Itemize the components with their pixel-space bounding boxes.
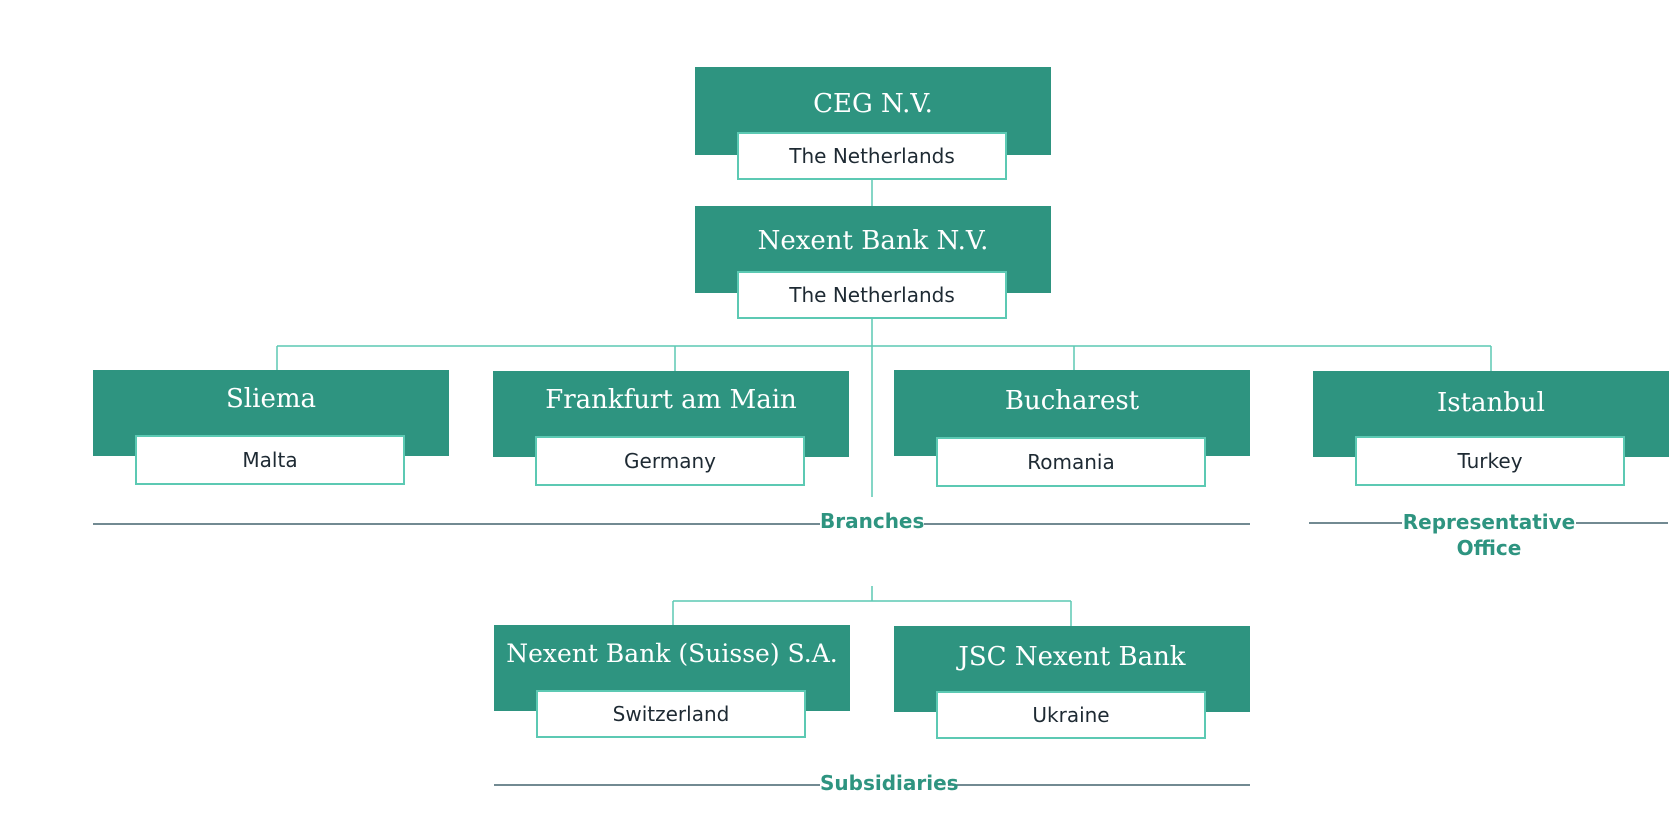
node-jsc: JSC Nexent Bank Ukraine [894, 626, 1250, 739]
node-title: Nexent Bank (Suisse) S.A. [506, 639, 838, 668]
node-country: Switzerland [536, 690, 806, 738]
node-title: Sliema [226, 384, 316, 414]
section-label-branches: Branches [820, 508, 925, 534]
node-title: Istanbul [1436, 388, 1545, 418]
node-country: Romania [936, 437, 1206, 487]
section-label-representative-office: Representative Office [1402, 509, 1576, 561]
node-bucharest: Bucharest Romania [894, 370, 1250, 487]
node-title: JSC Nexent Bank [958, 642, 1186, 672]
node-country: Germany [535, 436, 805, 486]
section-label-line: Representative [1402, 510, 1576, 534]
node-country: Turkey [1355, 436, 1625, 486]
node-ceg: CEG N.V. The Netherlands [695, 67, 1051, 180]
node-title: Nexent Bank N.V. [757, 226, 989, 256]
node-sliema: Sliema Malta [93, 370, 449, 485]
node-country: Ukraine [936, 691, 1206, 739]
section-label-subsidiaries: Subsidiaries [820, 770, 959, 796]
node-title: Frankfurt am Main [545, 385, 797, 415]
node-country: The Netherlands [737, 132, 1007, 180]
node-country: Malta [135, 435, 405, 485]
node-country: The Netherlands [737, 271, 1007, 319]
node-frankfurt: Frankfurt am Main Germany [493, 371, 849, 486]
node-suisse: Nexent Bank (Suisse) S.A. Switzerland [494, 625, 850, 738]
node-nexent-bank: Nexent Bank N.V. The Netherlands [695, 206, 1051, 319]
node-istanbul: Istanbul Turkey [1313, 371, 1669, 486]
section-label-line: Office [1456, 536, 1522, 560]
node-title: Bucharest [1004, 386, 1140, 416]
node-title: CEG N.V. [813, 89, 933, 119]
